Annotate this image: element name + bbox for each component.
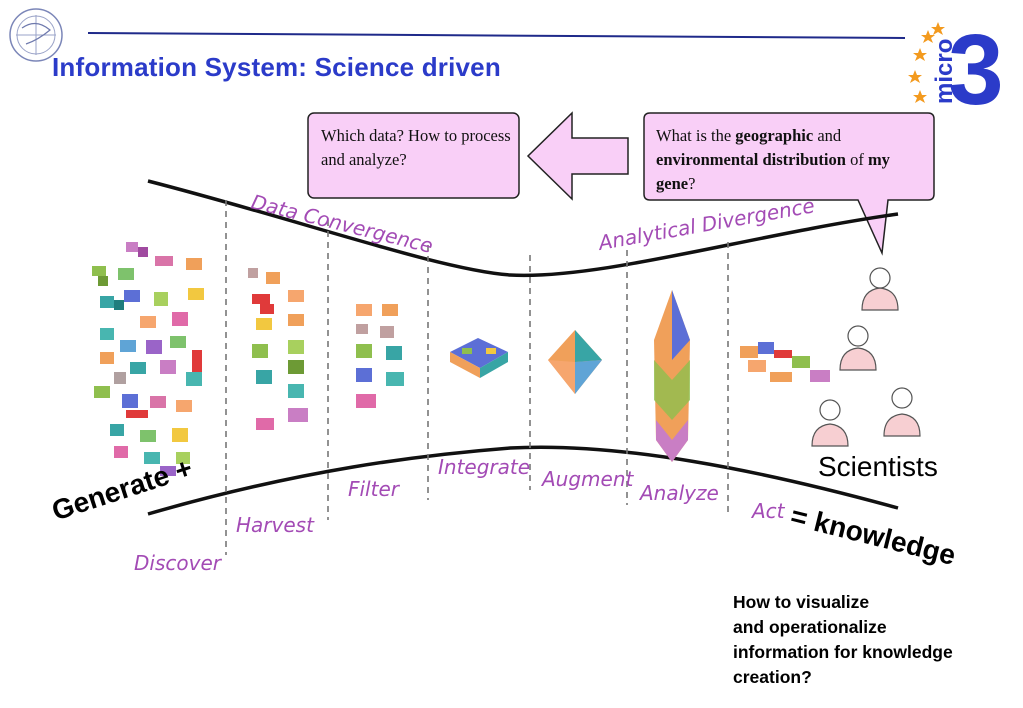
harvest-blocks-illustration [248,268,308,430]
question-line-3: information for knowledge [733,642,953,662]
institution-emblem-icon [9,8,63,62]
question-line-1: How to visualize [733,592,870,612]
label-analyze: Analyze [638,481,719,505]
scientists-illustration [811,267,921,447]
arrow-left-icon [526,111,629,201]
page-title: Information System: Science driven [52,52,501,82]
funnel-top-curve [147,179,899,278]
callout-right-part1: What is the [656,126,736,145]
analyze-tower-illustration [654,290,690,462]
filter-blocks-illustration [356,304,404,408]
scientist-figure-icon [839,325,877,371]
integrate-cube-illustration [450,338,508,378]
scientists-label: Scientists [818,451,938,482]
label-discover: Discover [134,551,223,575]
label-analytical-divergence: Analytical Divergence [595,193,817,255]
callout-left-box [307,112,520,199]
augment-diamond-illustration [548,330,602,394]
logo-number-text: 3 [948,14,1004,126]
question-line-2: and operationalize [733,617,887,637]
label-data-convergence: Data Convergence [249,190,436,258]
callout-right-bold-geographic: geographic [735,126,814,145]
discover-blocks-illustration [92,242,204,476]
micro3-logo: micro 3 [908,14,1004,126]
scientist-figure-icon [861,267,899,311]
logo-stars-icon [908,22,945,103]
callout-right-bold-gene: my gene [656,150,890,193]
callout-right-part2: and [813,126,842,145]
question-text: How to visualize and operationalize info… [733,590,1013,690]
scientist-figure-icon [883,387,921,437]
callout-left-text: Which data? How to process and analyze? [321,126,511,169]
callout-right-bold-environment: environmental distribution [656,150,846,169]
logo-micro-text: micro [931,39,958,104]
label-filter: Filter [348,477,401,501]
stage-dividers [225,200,729,555]
funnel-bottom-curve [147,445,899,516]
callout-right-box [643,112,935,256]
label-augment: Augment [540,467,635,491]
question-line-4: creation? [733,667,812,687]
header-rule [87,32,906,39]
act-blocks-illustration [740,342,830,382]
callout-right-part4: ? [688,174,696,193]
callout-right-text: What is the geographic and environmental… [656,124,926,196]
label-act: Act [750,499,786,523]
label-integrate: Integrate [438,455,530,479]
scientist-figure-icon [811,399,849,447]
label-harvest: Harvest [236,513,315,537]
callout-right-part3: of [845,150,868,169]
